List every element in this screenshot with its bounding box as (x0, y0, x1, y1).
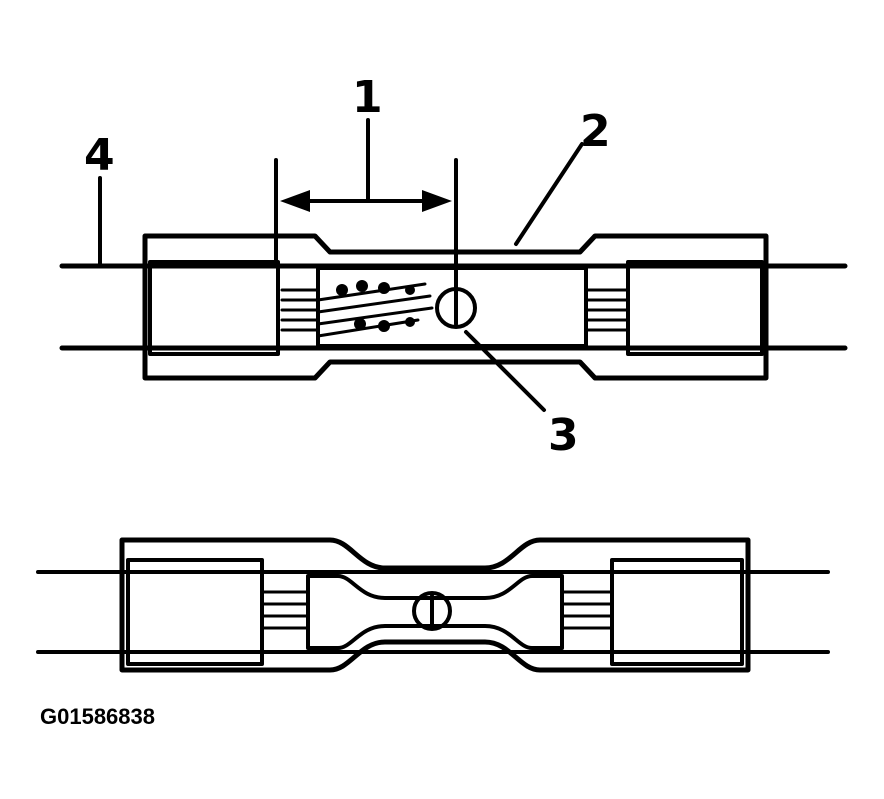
left-insulation-top (148, 260, 280, 356)
inserted-strands-top (316, 280, 434, 338)
right-wire-strands-bottom (562, 590, 612, 630)
right-insulation-bottom (610, 558, 744, 666)
sleeve-outline-bottom (119, 537, 751, 673)
right-wire-strands-top (586, 288, 630, 332)
wire-pair-bottom (36, 570, 830, 654)
leader-line-2 (514, 142, 584, 246)
callout-4: 4 (84, 130, 115, 181)
crimp-barrel-top (316, 266, 588, 348)
bottom-splice-figure (36, 537, 830, 673)
callout-1: 1 (352, 72, 383, 123)
figure-id: G01586838 (40, 704, 155, 729)
sleeve-outline-top (142, 233, 769, 381)
left-insulation-bottom (126, 558, 264, 666)
callout-2: 2 (580, 106, 611, 157)
top-splice-figure: 1 2 3 4 (59, 72, 848, 461)
wire-pair-top (59, 263, 848, 351)
right-insulation-top (626, 260, 764, 356)
crimped-barrel-bottom (306, 574, 564, 650)
wire-stop-circle-bottom (412, 591, 452, 631)
left-wire-strands-top (280, 288, 320, 332)
callout-3: 3 (548, 410, 579, 461)
left-wire-strands-bottom (262, 590, 308, 630)
dimension-arrow-1 (274, 118, 458, 302)
leader-line-3 (464, 330, 546, 412)
